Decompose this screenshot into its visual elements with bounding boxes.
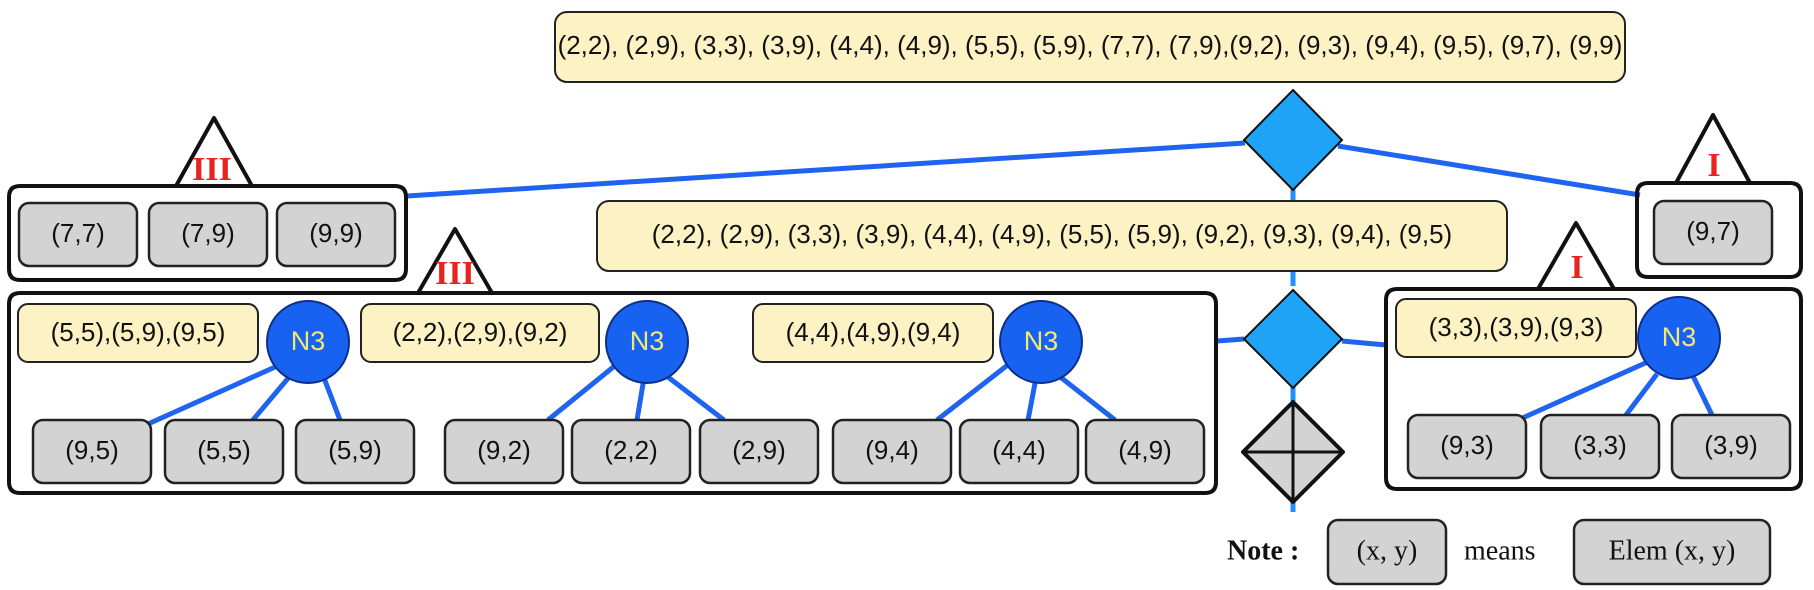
cell-label: (5,5) (197, 435, 250, 465)
top-left-group: III (7,7) (7,9) (9,9) (7, 116, 408, 282)
bottom-left-group-tag: III (435, 255, 475, 292)
edge-mid-left (1216, 336, 1245, 344)
legend-means-label: means (1464, 535, 1536, 566)
legend-sample-label: (x, y) (1357, 535, 1418, 566)
bottom-right-group: I (3,3),(3,9),(9,3) N3 (9,3) (3,3) (3,9) (1384, 221, 1803, 491)
cell-box (1084, 418, 1206, 485)
blue-diamond-icon (1242, 88, 1344, 192)
bottom-left-group: III (5,5),(5,9),(9,5) N3 (9,5) (5,5) (5,… (7, 227, 1218, 495)
cell-label: (9,7) (1686, 216, 1739, 246)
node-label: N3 (630, 326, 665, 356)
legend-note: Note : (x, y) means Elem (x, y) (1227, 518, 1772, 586)
group-set-label: (4,4),(4,9),(9,4) (786, 317, 961, 347)
root-set-label: (2,2), (2,9), (3,3), (3,9), (4,4), (4,9)… (558, 30, 1623, 60)
edge-root-left (406, 140, 1246, 199)
group-set-label: (2,2),(2,9),(9,2) (393, 317, 568, 347)
node-circle (1637, 296, 1721, 380)
cell-label: (9,9) (309, 218, 362, 248)
note-label: Note : (1227, 535, 1299, 566)
cell-box (1539, 413, 1661, 480)
node-circle (999, 300, 1083, 384)
cell-label: (7,7) (51, 218, 104, 248)
cell-box (275, 201, 397, 268)
cell-box (163, 418, 285, 485)
node-label: N3 (1024, 326, 1059, 356)
mid-set-label: (2,2), (2,9), (3,3), (3,9), (4,4), (4,9)… (652, 219, 1452, 249)
node-circle (605, 300, 689, 384)
top-right-group-tag: I (1707, 147, 1720, 184)
cell-label: (5,9) (328, 435, 381, 465)
node-label: N3 (291, 326, 326, 356)
cell-label: (2,2) (604, 435, 657, 465)
legend-sample-box (1326, 518, 1448, 586)
cell-label: (3,3) (1573, 430, 1626, 460)
cell-box (443, 418, 565, 485)
cell-box (147, 201, 269, 268)
cell-label: (7,9) (181, 218, 234, 248)
cell-label: (9,4) (865, 435, 918, 465)
cell-box (1670, 413, 1792, 480)
cell-box (17, 201, 139, 268)
cell-box (31, 418, 153, 485)
cell-label: (4,4) (992, 435, 1045, 465)
cell-box (1406, 413, 1528, 480)
cell-box (698, 418, 820, 485)
node-circle (266, 300, 350, 384)
group-set-label: (5,5),(5,9),(9,5) (51, 317, 226, 347)
cell-box (570, 418, 692, 485)
crossed-diamond-icon (1241, 400, 1345, 504)
cell-label: (9,2) (477, 435, 530, 465)
mid-set-box: (2,2), (2,9), (3,3), (3,9), (4,4), (4,9)… (596, 200, 1508, 272)
root-set-box: (2,2), (2,9), (3,3), (3,9), (4,4), (4,9)… (554, 11, 1626, 83)
legend-meaning-box (1572, 518, 1772, 586)
legend-meaning-label: Elem (x, y) (1609, 535, 1736, 566)
cell-label: (9,3) (1440, 430, 1493, 460)
node-label: N3 (1662, 322, 1697, 352)
cell-label: (9,5) (65, 435, 118, 465)
cell-box (831, 418, 953, 485)
top-right-group: I (9,7) (1635, 113, 1803, 279)
bottom-right-group-tag: I (1570, 249, 1583, 286)
cell-box (1652, 199, 1774, 266)
blue-diamond-icon (1242, 288, 1344, 390)
cell-label: (2,9) (732, 435, 785, 465)
cell-box (958, 418, 1080, 485)
group-set-label: (3,3),(3,9),(9,3) (1429, 312, 1604, 342)
edge-root-right (1337, 143, 1641, 198)
cell-label: (3,9) (1704, 430, 1757, 460)
edge-mid-right (1341, 338, 1387, 348)
top-left-group-tag: III (192, 151, 232, 188)
cell-label: (4,9) (1118, 435, 1171, 465)
cell-box (294, 418, 416, 485)
